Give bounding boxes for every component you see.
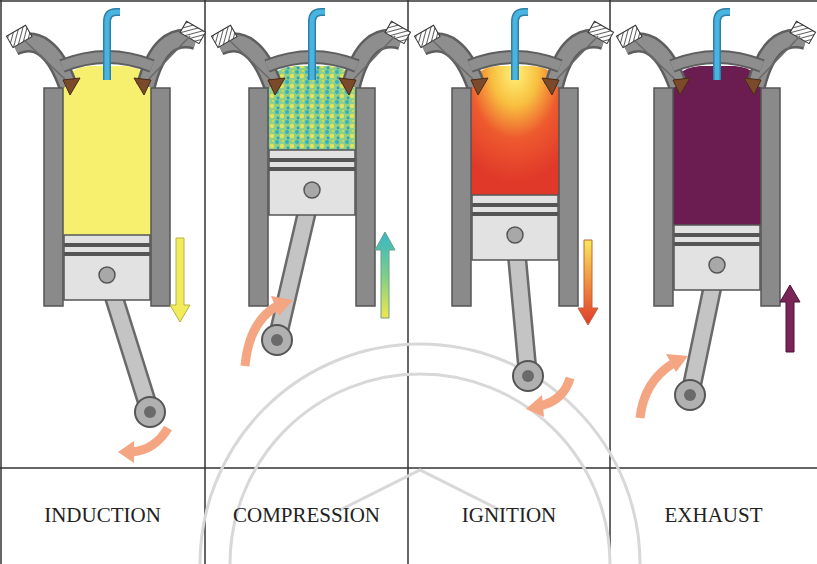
compression-engine-part	[262, 325, 292, 355]
ignition-engine-part	[540, 378, 570, 406]
ignition-engine-part	[472, 203, 558, 207]
exhaust-engine-part	[709, 257, 725, 273]
ignition-engine-part	[507, 227, 523, 243]
induction-engine-part	[144, 406, 156, 418]
exhaust-engine-part	[780, 285, 800, 352]
compression-engine-part	[271, 296, 293, 316]
watermark-emblem-part	[200, 344, 640, 564]
watermark-emblem	[200, 344, 640, 564]
induction-engine-part	[132, 428, 168, 452]
panel-grid-part	[407, 0, 409, 564]
ignition-engine-part	[526, 395, 544, 417]
panel-grid-part	[0, 467, 817, 469]
stroke-label: INDUCTION	[4, 503, 201, 528]
ignition-engine-part	[522, 370, 534, 382]
induction-engine-part	[99, 267, 115, 283]
exhaust-engine-part	[666, 354, 688, 372]
ignition-engine-part	[578, 240, 598, 325]
panel-grid-part	[204, 0, 206, 564]
compression-engine-part	[269, 150, 355, 215]
exhaust-engine-part	[674, 242, 760, 246]
exhaust-engine-part	[672, 66, 762, 225]
induction-engine	[6, 12, 205, 463]
exhaust-engine-part	[675, 380, 705, 410]
compression-engine	[211, 12, 410, 366]
induction-engine-part	[64, 243, 150, 247]
compression-engine-part	[245, 306, 277, 366]
ignition-engine-part	[472, 212, 558, 216]
exhaust-engine-part	[640, 364, 672, 418]
panel-grid-part	[609, 0, 611, 564]
compression-engine-part	[375, 232, 395, 318]
panel-grid-part	[0, 0, 817, 2]
compression-engine-part	[304, 182, 320, 198]
stroke-label: COMPRESSION	[209, 503, 404, 528]
exhaust-engine-part	[674, 225, 760, 290]
exhaust-engine-part	[616, 12, 815, 306]
panel-grid-part	[0, 0, 2, 564]
induction-engine-part	[135, 397, 165, 427]
ignition-engine	[414, 12, 613, 417]
induction-engine-part	[64, 235, 150, 300]
induction-engine-part	[118, 441, 134, 463]
compression-engine-part	[271, 334, 283, 346]
induction-engine-part	[170, 238, 190, 322]
stroke-label: IGNITION	[412, 503, 606, 528]
exhaust-engine-part	[684, 389, 696, 401]
compression-engine-part	[269, 158, 355, 162]
stroke-label: EXHAUST	[614, 503, 813, 528]
compression-engine-part	[269, 167, 355, 171]
induction-engine-part	[64, 252, 150, 256]
ignition-engine-part	[513, 361, 543, 391]
exhaust-engine	[616, 12, 815, 418]
ignition-engine-part	[472, 195, 558, 260]
watermark-emblem-part	[230, 374, 610, 564]
exhaust-engine-part	[674, 233, 760, 237]
induction-engine-part	[62, 66, 152, 235]
